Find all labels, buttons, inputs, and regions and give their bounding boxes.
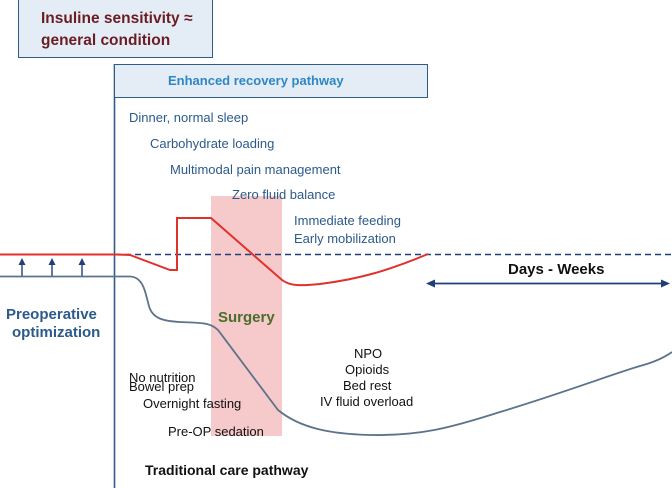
erp-item-dinner: Dinner, normal sleep	[129, 110, 249, 125]
surgery-label: Surgery	[218, 309, 275, 326]
enhanced-recovery-curve	[114, 217, 429, 287]
general-condition-title: general condition	[41, 32, 171, 49]
post-item-iv-fluid: IV fluid overload	[320, 394, 414, 409]
erp-item-carbohydrate: Carbohydrate loading	[150, 136, 275, 151]
optimization-label: optimization	[12, 324, 101, 341]
post-item-npo: NPO	[354, 346, 383, 361]
insulin-sensitivity-title: Insuline sensitivity ≈	[41, 10, 193, 27]
traditional-care-title: Traditional care pathway	[145, 462, 309, 478]
erp-item-immediate-feeding: Immediate feeding	[294, 213, 401, 228]
enhanced-recovery-title: Enhanced recovery pathway	[168, 73, 344, 88]
erp-item-zero-fluid: Zero fluid balance	[232, 187, 336, 202]
enhanced-recovery-box	[114, 64, 428, 98]
traditional-care-curve	[0, 275, 672, 436]
pre-item-no-nutrition: No nutrition	[129, 370, 196, 385]
post-item-opioids: Opioids	[345, 362, 390, 377]
pre-item-bowel-prep: Bowel prep	[129, 379, 195, 394]
insulin-sensitivity-box: Insuline sensitivity ≈ general condition	[18, 0, 213, 58]
erp-item-early-mobilization: Early mobilization	[294, 231, 396, 246]
pre-item-preop-sedation: Pre-OP sedation	[168, 424, 264, 439]
preoperative-label: Preoperative	[6, 306, 97, 323]
post-item-bed-rest: Bed rest	[343, 378, 392, 393]
pre-item-overnight-fasting: Overnight fasting	[143, 396, 242, 411]
days-weeks-label: Days - Weeks	[508, 261, 605, 278]
erp-item-pain-management: Multimodal pain management	[170, 162, 341, 177]
surgery-band	[211, 196, 282, 436]
